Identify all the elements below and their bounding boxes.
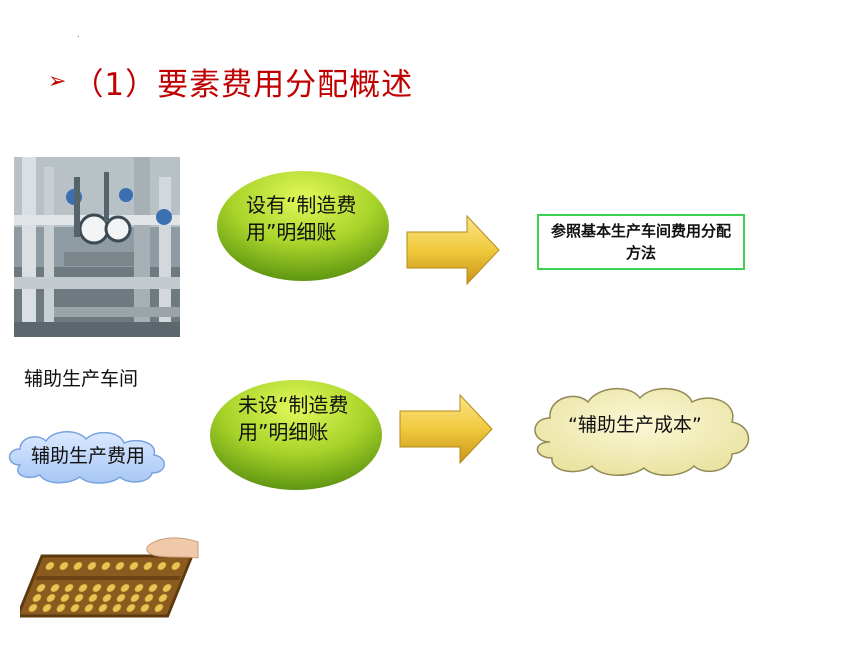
page-title: ➢ （1）要素费用分配概述 (48, 58, 413, 104)
auxiliary-production-cost-cloud (534, 387, 750, 476)
with-overhead-ellipse (217, 171, 389, 281)
auxiliary-cost-label: 辅助生产费用 (31, 445, 146, 467)
machinery-photo (14, 157, 180, 337)
auxiliary-cost-cloud (8, 431, 165, 484)
without-overhead-ellipse (210, 380, 382, 490)
auxiliary-workshop-label: 辅助生产车间 (24, 368, 139, 390)
auxiliary-production-cost-text: “辅助生产成本” (568, 414, 702, 436)
title-text: （1）要素费用分配概述 (72, 66, 414, 103)
stray-dot: . (77, 30, 80, 39)
allocation-method-text: 参照基本生产车间费用分配方法 (551, 222, 732, 262)
with-overhead-text: 设有“制造费用”明细账 (246, 193, 357, 244)
bullet-arrow-icon: ➢ (48, 68, 67, 94)
arrow-right-icon (406, 214, 500, 286)
allocation-method-box: 参照基本生产车间费用分配方法 (537, 214, 745, 270)
arrow-right-icon (399, 393, 493, 465)
without-overhead-text: 未设“制造费用”明细账 (238, 393, 349, 444)
abacus-photo (20, 537, 199, 618)
